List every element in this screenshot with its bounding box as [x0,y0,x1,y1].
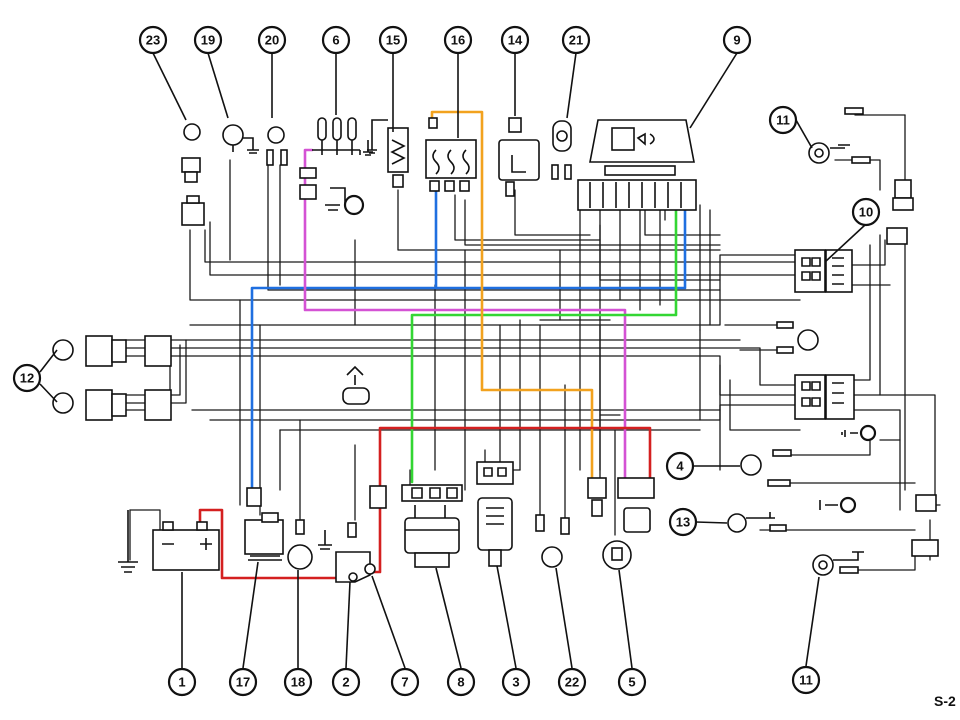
component-22-sensor [535,514,570,568]
callout-label: 20 [265,33,279,48]
magenta-wire [303,148,627,484]
callout-4: 4 [665,451,695,481]
component-17-fuse-block [244,487,284,561]
component-16-relay-block [425,117,477,192]
component-15-resistor [367,119,409,188]
component-13-switch [727,512,787,533]
component-5-pump [587,477,655,570]
callout-20: 20 [257,25,287,55]
green-wire [410,198,678,484]
component-6-bulbs [312,117,373,156]
callout-7: 7 [390,667,420,697]
component-7-solenoid [364,563,376,575]
callout-label: 5 [628,675,635,690]
callout-label: 18 [291,675,305,690]
callout-label: 9 [733,33,740,48]
callout-14: 14 [500,25,530,55]
callout-10: 10 [851,197,881,227]
callout-label: 23 [146,33,160,48]
component-9-instrument-cluster [577,119,697,211]
callout-label: 21 [569,33,583,48]
orange-wire [430,110,594,484]
callout-18: 18 [283,667,313,697]
callout-11-top: 11 [768,105,798,135]
relay-bank-middle [794,374,855,420]
callout-3: 3 [501,667,531,697]
callout-label: 14 [508,33,523,48]
callout-label: 11 [799,673,813,688]
component-14-unit [498,117,540,197]
component-11-bottom-sender [812,551,864,576]
callout-9: 9 [722,25,752,55]
callout-label: 15 [386,33,400,48]
callout-1: 1 [167,667,197,697]
component-11-top-sender [808,107,914,245]
callout-label: 6 [332,33,339,48]
right-lamps [776,321,939,557]
component-21-sender [551,120,572,180]
callout-21: 21 [561,25,591,55]
callout-6: 6 [321,25,351,55]
callout-8: 8 [446,667,476,697]
blue-wire [250,188,687,494]
component-8-alternator [401,484,463,568]
component-2-starter [335,522,371,583]
callout-label: 12 [20,371,34,386]
misc-middle-items [299,167,387,509]
callout-label: 13 [676,515,690,530]
component-12-lamps [52,335,172,421]
callout-label: 16 [451,33,465,48]
callout-19: 19 [193,25,223,55]
callout-17: 17 [228,667,258,697]
callout-label: 3 [512,675,519,690]
component-1-battery [118,510,220,573]
callout-label: 10 [859,205,873,220]
callout-5: 5 [617,667,647,697]
callout-12: 12 [12,363,42,393]
callout-23: 23 [138,25,168,55]
component-10-relay-bank [794,249,853,293]
component-20-sender [266,126,288,166]
callout-label: 4 [676,459,684,474]
callout-13: 13 [668,507,698,537]
callout-label: 8 [457,675,464,690]
plate-label: S-2 [934,693,956,709]
callout-label: 7 [401,675,408,690]
callout-15: 15 [378,25,408,55]
callout-label: 11 [776,113,790,128]
callout-label: 19 [201,33,215,48]
callout-label: 17 [236,675,250,690]
component-19-switch [222,124,259,154]
component-18-sensor [287,519,332,570]
component-4-sender [740,449,792,487]
callout-16: 16 [443,25,473,55]
callout-label: 22 [565,675,579,690]
red-wire [198,426,652,580]
callout-label: 2 [342,675,349,690]
component-3-regulator [476,461,514,567]
callout-2: 2 [331,667,361,697]
callout-label: 1 [178,675,185,690]
callout-22: 22 [557,667,587,697]
component-23-sensor [181,123,205,226]
callout-leader-lines [39,52,866,669]
callout-11-bottom: 11 [791,665,821,695]
